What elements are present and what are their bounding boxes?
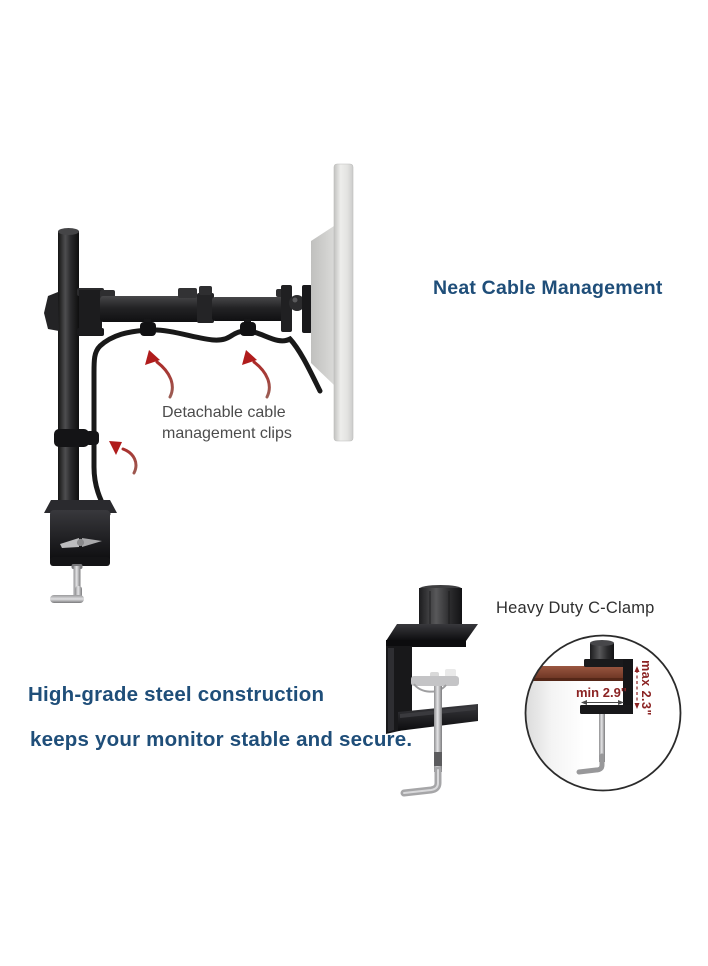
cable-clips <box>54 319 256 447</box>
monitor-back-housing <box>311 226 334 385</box>
monitor-panel <box>333 163 354 442</box>
inset-clamp-handle <box>576 753 605 775</box>
clamp-screw-rod <box>73 566 81 596</box>
inset-pole-stub <box>590 642 614 664</box>
max-thickness-arrow <box>634 666 640 709</box>
monitor-side-view <box>311 163 354 442</box>
clip-callout-line1: Detachable cable <box>162 404 286 421</box>
inset-screw-rod <box>599 714 605 762</box>
mount-pole <box>58 228 79 521</box>
clamp-wing-nut <box>82 538 102 547</box>
clamp-section-title: Heavy Duty C-Clamp <box>496 599 655 617</box>
cable-clip <box>140 322 156 336</box>
clip-callout-line2: management clips <box>162 425 292 442</box>
steel-caption-line1: High-grade steel construction <box>28 683 325 706</box>
clamp-wing-nut <box>60 538 79 548</box>
neat-cable-heading: Neat Cable Management <box>433 277 663 299</box>
clamp-top-plate <box>386 624 478 641</box>
c-clamp-photo <box>386 585 478 797</box>
desk-clamp-base <box>44 500 117 603</box>
inset-clamp-back <box>623 659 633 714</box>
pole-cable-clip <box>85 431 99 445</box>
included-clip-part <box>445 669 456 678</box>
inset-clamp-bottom <box>580 705 633 714</box>
routed-cable <box>91 327 323 517</box>
articulated-arm <box>44 285 312 336</box>
clamp-screw-rod <box>434 686 442 772</box>
inset-clamp-top <box>584 659 633 667</box>
inset-circle-border <box>524 634 682 792</box>
inset-desk-surface <box>525 666 627 681</box>
clamp-pole-stub <box>419 588 462 628</box>
clamp-inset-diagram <box>524 634 682 792</box>
red-arrow-icon <box>109 441 138 475</box>
red-arrow-icon <box>242 350 271 399</box>
red-arrow-icon <box>145 350 174 399</box>
clamp-handle <box>50 595 84 603</box>
min-depth-label: min 2.9" <box>576 685 627 700</box>
monitor-arm-illustration <box>44 163 354 603</box>
red-callout-arrows <box>109 350 271 475</box>
min-depth-arrow <box>581 700 624 705</box>
pole-cable-clip <box>54 429 89 447</box>
pole-knob <box>44 292 59 331</box>
steel-caption-line2: keeps your monitor stable and secure. <box>30 728 413 751</box>
cable-clip <box>240 322 256 336</box>
max-thickness-label: max 2.3" <box>639 660 653 716</box>
